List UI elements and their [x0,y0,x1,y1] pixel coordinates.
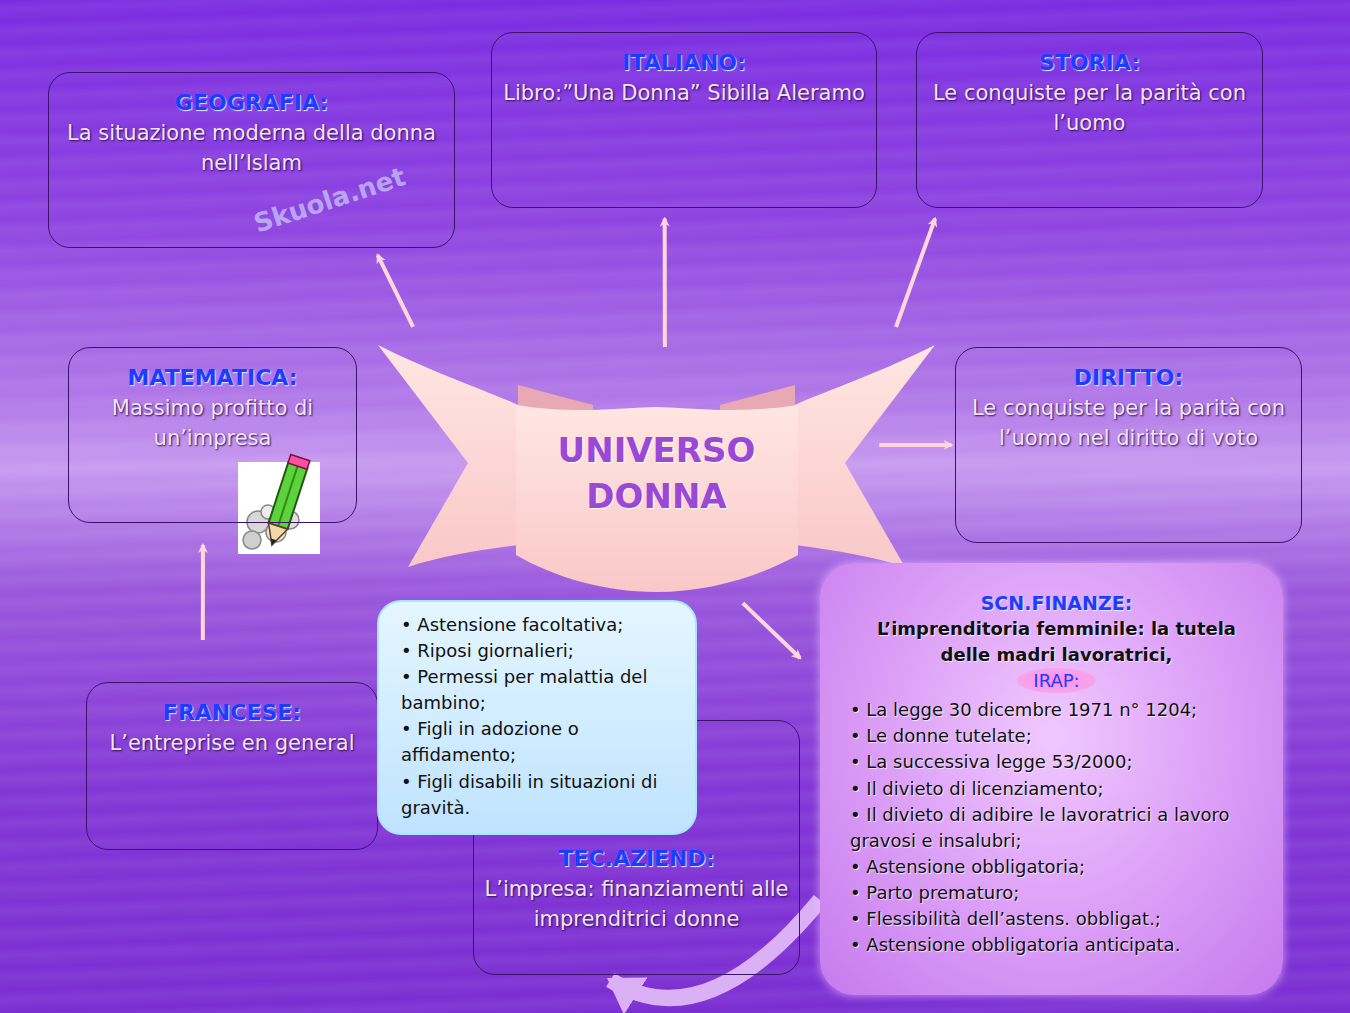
bullet-item: • Le donne tutelate; [850,723,1263,749]
subject-subtitle: L’imprenditoria femminile: la tutela del… [850,616,1263,668]
bullet-item: • Astensione obbligatoria anticipata. [850,932,1263,958]
arrow-connector [201,545,205,640]
bullet-item: • Figli disabili in situazioni di gravit… [401,769,681,821]
subject-box: STORIA:Le conquiste per la parità con l’… [916,32,1263,208]
arrow-connector [879,443,951,447]
title-banner: UNIVERSO DONNA [378,345,935,592]
subject-body: L’entreprise en general [97,728,367,758]
highlight-oval: IRAP: [850,668,1263,693]
bullet-item: • Riposi giornalieri; [401,638,681,664]
subject-heading: DIRITTO: [966,364,1291,393]
bullet-item: • Astensione obbligatoria; [850,854,1263,880]
subject-panel: SCN.FINANZE:L’imprenditoria femminile: l… [820,563,1283,995]
subject-box: GEOGRAFIA:La situazione moderna della do… [48,72,455,248]
highlight-text: IRAP: [1017,668,1095,693]
arrow-connector [378,255,413,327]
subject-heading: FRANCESE: [97,699,367,728]
bullet-item: • Il divieto di licenziamento; [850,776,1263,802]
pencil-clipart [238,455,320,554]
subject-box: FRANCESE:L’entreprise en general [86,682,378,850]
bullet-item: • La successiva legge 53/2000; [850,749,1263,775]
bullet-item: • Permessi per malattia del bambino; [401,664,681,716]
callout-box: • Astensione facoltativa;• Riposi giorna… [377,600,697,835]
arrow-connector [663,219,667,347]
subject-body: L’impresa: finanziamenti alle imprenditr… [484,874,789,935]
subject-box: DIRITTO:Le conquiste per la parità con l… [955,347,1302,543]
bullet-item: • Flessibilità dell’astens. obbligat.; [850,906,1263,932]
subject-box: ITALIANO:Libro:”Una Donna” Sibilla Alera… [491,32,877,208]
subject-heading: STORIA: [927,49,1252,78]
subject-heading: GEOGRAFIA: [59,89,444,118]
banner-title: UNIVERSO DONNA [557,428,757,520]
arrow-connector [896,219,935,327]
subject-heading: ITALIANO: [502,49,866,78]
subject-heading: SCN.FINANZE: [850,591,1263,616]
bullet-item: • Astensione facoltativa; [401,612,681,638]
subject-body: Massimo profitto di un’impresa [79,393,346,454]
bullet-item: • La legge 30 dicembre 1971 n° 1204; [850,697,1263,723]
bullet-item: • Il divieto di adibire le lavoratrici a… [850,802,1263,854]
bullet-item: • Parto prematuro; [850,880,1263,906]
bullet-item: • Figli in adozione o affidamento; [401,716,681,768]
subject-heading: MATEMATICA: [79,364,346,393]
subject-heading: TEC.AZIEND: [484,845,789,874]
subject-body: Le conquiste per la parità con l’uomo ne… [966,393,1291,454]
subject-body: Le conquiste per la parità con l’uomo [927,78,1252,139]
subject-body: Libro:”Una Donna” Sibilla Aleramo [502,78,866,108]
arrow-connector [743,603,800,658]
subject-box: MATEMATICA:Massimo profitto di un’impres… [68,347,357,523]
